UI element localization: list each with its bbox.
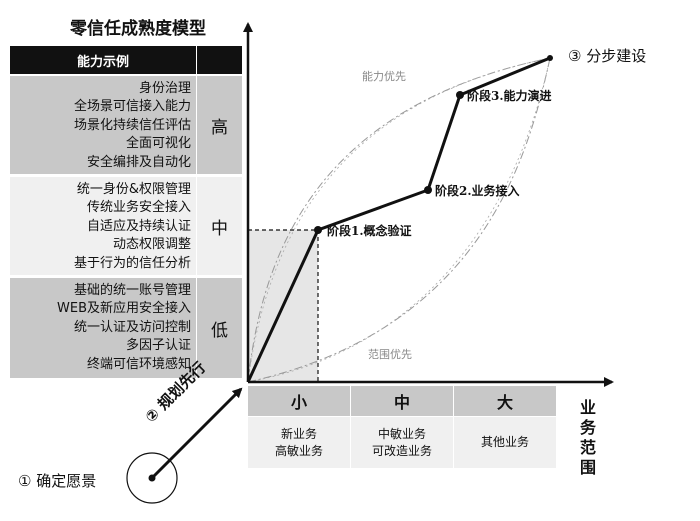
stage3-dot bbox=[456, 91, 464, 99]
step1-label: ① 确定愿景 bbox=[18, 472, 97, 490]
diagram-title: 零信任成熟度模型 bbox=[70, 19, 206, 39]
capability-items-high: 身份治理 全场景可信接入能力 场景化持续信任评估 全面可视化 安全编排及自动化 bbox=[10, 76, 196, 174]
scope-body-medium: 中敏业务 可改造业务 bbox=[351, 417, 453, 468]
scope-body-large: 其他业务 bbox=[454, 417, 556, 468]
header-divider bbox=[196, 46, 197, 74]
step3-label: ③ 分步建设 bbox=[568, 47, 647, 65]
stage2-label: 阶段2.业务接入 bbox=[435, 184, 520, 198]
stage2-dot bbox=[424, 186, 432, 194]
capability-item: 动态权限调整 bbox=[112, 237, 191, 253]
planning-arrow bbox=[150, 387, 243, 480]
scope-item: 可改造业务 bbox=[371, 443, 432, 458]
row-divider bbox=[196, 177, 197, 275]
capability-items-medium: 统一身份&权限管理 传统业务安全接入 自适应及持续认证 动态权限调整 基于行为的… bbox=[10, 177, 196, 275]
capability-first-curve bbox=[247, 57, 551, 383]
scope-item: 高敏业务 bbox=[274, 443, 323, 458]
capability-level-low: 低 bbox=[211, 320, 228, 341]
capability-item: 全场景可信接入能力 bbox=[73, 99, 191, 115]
capability-level-medium: 中 bbox=[211, 218, 228, 239]
capability-item: 统一认证及访问控制 bbox=[73, 319, 191, 335]
capability-item: 场景化持续信任评估 bbox=[73, 117, 191, 133]
stage1-dot bbox=[314, 226, 322, 234]
scope-first-curve bbox=[247, 57, 551, 383]
scope-head-medium: 中 bbox=[351, 386, 453, 416]
capability-item: 统一身份&权限管理 bbox=[76, 182, 191, 197]
capability-row-medium: 统一身份&权限管理 传统业务安全接入 自适应及持续认证 动态权限调整 基于行为的… bbox=[10, 177, 242, 275]
stage3-label: 阶段3.能力演进 bbox=[467, 89, 552, 103]
capability-table: 能力示例 身份治理 全场景可信接入能力 场景化持续信任评估 全面可视化 安全编排… bbox=[10, 46, 242, 378]
scope-first-label: 范围优先 bbox=[368, 348, 412, 361]
scope-item: 其他业务 bbox=[480, 435, 529, 449]
capability-item: 安全编排及自动化 bbox=[86, 154, 191, 170]
dotted-envelope-curve bbox=[247, 57, 551, 383]
row-divider bbox=[196, 278, 197, 378]
scope-table: 小 中 大 新业务 高敏业务 中敏业务 可改造业务 其他业务 bbox=[248, 386, 556, 468]
capability-level-high: 高 bbox=[211, 117, 228, 138]
capability-item: 基础的统一账号管理 bbox=[73, 283, 191, 298]
capability-item: 终端可信环境感知 bbox=[86, 356, 191, 372]
capability-item: WEB及新应用安全接入 bbox=[57, 301, 191, 317]
capability-item: 基于行为的信任分析 bbox=[73, 255, 191, 271]
scope-axis-label: 业务范围 bbox=[579, 398, 596, 477]
scope-item: 新业务 bbox=[280, 426, 317, 441]
capability-first-label: 能力优先 bbox=[362, 70, 406, 83]
capability-items-low: 基础的统一账号管理 WEB及新应用安全接入 统一认证及访问控制 多因子认证 终端… bbox=[10, 278, 196, 378]
capability-item: 多因子认证 bbox=[125, 338, 191, 354]
capability-item: 全面可视化 bbox=[125, 136, 191, 152]
scope-item: 中敏业务 bbox=[377, 426, 426, 441]
row-divider bbox=[196, 76, 197, 174]
capability-table-header: 能力示例 bbox=[10, 46, 242, 74]
scope-head-large: 大 bbox=[454, 386, 556, 416]
capability-row-high: 身份治理 全场景可信接入能力 场景化持续信任评估 全面可视化 安全编排及自动化 … bbox=[10, 76, 242, 174]
capability-header-label: 能力示例 bbox=[76, 55, 129, 70]
capability-item: 身份治理 bbox=[138, 81, 191, 96]
capability-item: 自适应及持续认证 bbox=[86, 218, 191, 234]
scope-head-small: 小 bbox=[248, 386, 350, 416]
scope-body-small: 新业务 高敏业务 bbox=[248, 417, 350, 468]
stage1-label: 阶段1.概念验证 bbox=[327, 224, 412, 238]
capability-row-low: 基础的统一账号管理 WEB及新应用安全接入 统一认证及访问控制 多因子认证 终端… bbox=[10, 278, 242, 378]
target-dot bbox=[547, 55, 553, 61]
capability-item: 传统业务安全接入 bbox=[86, 200, 191, 216]
dotted-envelope-curve bbox=[247, 57, 551, 383]
